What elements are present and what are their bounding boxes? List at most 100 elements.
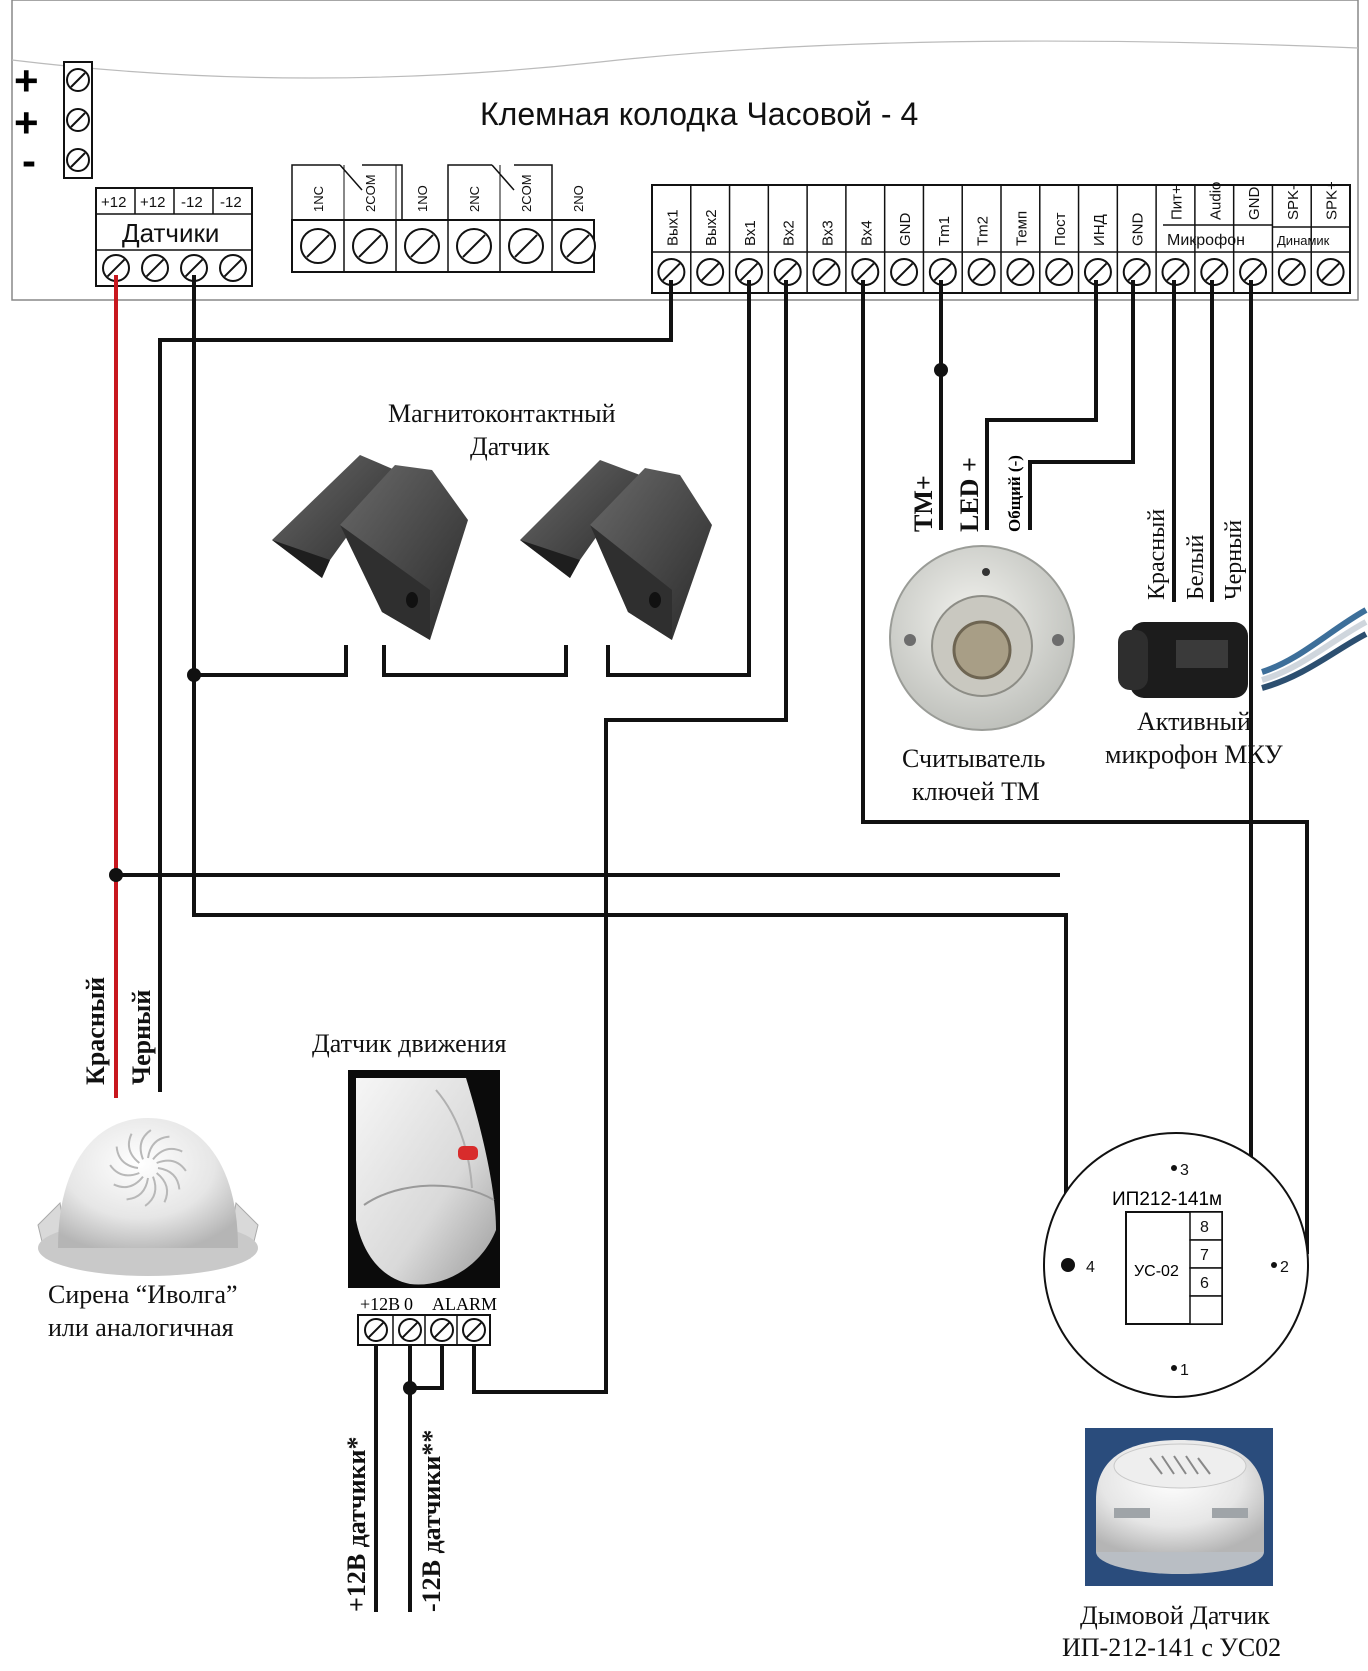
relay-terminal-group bbox=[291, 164, 595, 273]
main-terminal-label: Пост bbox=[1052, 212, 1069, 246]
main-terminal-label: ИНД bbox=[1091, 214, 1108, 246]
screw-terminal[interactable] bbox=[812, 258, 841, 286]
tm-plus-label: TM+ bbox=[909, 475, 938, 532]
sensor-terminal-label: -12 bbox=[220, 194, 242, 211]
magnet-sensor-image bbox=[520, 460, 712, 640]
sensor-terminal-label: +12 bbox=[101, 194, 126, 211]
smoke-detector: 3 4 2 1 ИП212-141м 8 7 6 УС-02 bbox=[1043, 1132, 1309, 1662]
magnet-right-wire bbox=[606, 280, 751, 677]
siren-black-label: Черный bbox=[127, 990, 156, 1085]
screw-terminal[interactable] bbox=[462, 1318, 486, 1342]
screw-terminal[interactable] bbox=[851, 258, 880, 286]
screw-terminal[interactable] bbox=[300, 228, 336, 264]
siren-red-label: Красный bbox=[81, 977, 110, 1085]
smoke-caption-line1: Дымовой Датчик bbox=[1080, 1601, 1270, 1630]
main-terminal-label: Вх3 bbox=[820, 220, 837, 246]
microphone-image bbox=[1118, 607, 1368, 698]
relay-terminal-label: 2NO bbox=[571, 185, 586, 212]
relay-terminal-label: 2COM bbox=[519, 174, 534, 212]
relay-terminal-label: 1NC bbox=[311, 186, 326, 212]
screw-terminal[interactable] bbox=[1316, 258, 1345, 286]
plus12-sensors-label: +12В датчики* bbox=[342, 1436, 371, 1612]
mic-caption-line2: микрофон МКУ bbox=[1105, 740, 1283, 769]
tm-reader: TM+ LED + Общий (-) Считыватель ключей Т… bbox=[889, 455, 1075, 806]
screw-terminal[interactable] bbox=[1200, 258, 1229, 286]
power-terminals: + + - bbox=[14, 57, 93, 184]
main-terminal-label: Пит+ bbox=[1169, 185, 1186, 220]
screw-terminal[interactable] bbox=[352, 228, 388, 264]
smoke-detector-image bbox=[1085, 1428, 1273, 1586]
motion-terminal-zero: 0 bbox=[404, 1294, 413, 1314]
motion-alarm-wire bbox=[472, 280, 788, 1394]
screw-terminal[interactable] bbox=[66, 148, 90, 172]
screw-terminal[interactable] bbox=[404, 228, 440, 264]
terminal-board: Клемная колодка Часовой - 4 + + - +12 +1… bbox=[11, 0, 1359, 301]
power-plus-label-2: + bbox=[14, 99, 39, 146]
common-wire bbox=[1028, 280, 1135, 530]
module-label: УС-02 bbox=[1134, 1263, 1179, 1280]
screw-terminal[interactable] bbox=[773, 258, 802, 286]
main-terminal-label: Tm1 bbox=[936, 216, 953, 246]
screw-terminal[interactable] bbox=[508, 228, 544, 264]
motion-sensor-image bbox=[348, 1070, 500, 1288]
siren-image bbox=[37, 1118, 259, 1276]
sensors-group-label: Датчики bbox=[122, 218, 219, 248]
screw-terminal[interactable] bbox=[456, 228, 492, 264]
screw-terminal[interactable] bbox=[1277, 258, 1306, 286]
main-terminal-label: Вх2 bbox=[781, 220, 798, 246]
screw-terminal[interactable] bbox=[141, 254, 169, 282]
screw-terminal[interactable] bbox=[1239, 258, 1268, 286]
main-terminal-label: GND bbox=[1130, 213, 1147, 247]
relay-terminal-label: 1NO bbox=[415, 185, 430, 212]
speaker-group-label: Динамик bbox=[1277, 233, 1330, 248]
motion-terminal-plus12: +12В bbox=[360, 1294, 400, 1314]
magnetic-sensor: Магнитоконтактный Датчик bbox=[272, 399, 712, 640]
screw-terminal[interactable] bbox=[66, 68, 90, 92]
screw-terminal[interactable] bbox=[1045, 258, 1074, 286]
main-terminal-label: Вх4 bbox=[858, 220, 875, 246]
tm-reader-caption-line1: Считыватель bbox=[902, 744, 1045, 773]
screw-terminal[interactable] bbox=[967, 258, 996, 286]
led-plus-wire bbox=[985, 280, 1098, 530]
base-point-2: 2 bbox=[1280, 1259, 1289, 1276]
motion-caption: Датчик движения bbox=[312, 1029, 506, 1058]
mic-white-label: Белый bbox=[1183, 534, 1209, 600]
common-minus-label: Общий (-) bbox=[1005, 455, 1024, 532]
smoke-model-label: ИП212-141м bbox=[1112, 1189, 1222, 1210]
screw-terminal[interactable] bbox=[398, 1318, 422, 1342]
motion-terminal-alarm: ALARM bbox=[432, 1294, 497, 1314]
base-point-3: 3 bbox=[1180, 1162, 1189, 1179]
motion-sensor: Датчик движения +12В 0 ALARM +12В датчик… bbox=[312, 1029, 506, 1612]
smoke-caption-line2: ИП-212-141 с УС02 bbox=[1062, 1633, 1281, 1662]
board-title: Клемная колодка Часовой - 4 bbox=[480, 96, 918, 132]
sensor-terminal-label: +12 bbox=[140, 194, 165, 211]
relay-terminal-label: 2NC bbox=[467, 186, 482, 212]
screw-terminal[interactable] bbox=[1122, 258, 1151, 286]
screw-terminal[interactable] bbox=[430, 1318, 454, 1342]
module-pin-7: 7 bbox=[1200, 1247, 1209, 1264]
module-pin-8: 8 bbox=[1200, 1219, 1209, 1236]
module-pin-6: 6 bbox=[1200, 1275, 1209, 1292]
magnet-caption-line1: Магнитоконтактный bbox=[388, 399, 616, 428]
screw-terminal[interactable] bbox=[890, 258, 919, 286]
main-terminal-label: GND bbox=[897, 213, 914, 247]
base-point-1: 1 bbox=[1180, 1362, 1189, 1379]
screw-terminal[interactable] bbox=[734, 258, 763, 286]
main-terminal-label: Вх1 bbox=[742, 220, 759, 246]
main-terminal-label: SPK+ bbox=[1324, 181, 1341, 220]
led-plus-label: LED + bbox=[955, 457, 984, 532]
main-terminal-label: Вых2 bbox=[703, 209, 720, 246]
screw-terminal[interactable] bbox=[696, 258, 725, 286]
magnet-caption-line2: Датчик bbox=[470, 432, 550, 461]
screw-terminal[interactable] bbox=[560, 228, 596, 264]
screw-terminal[interactable] bbox=[219, 254, 247, 282]
siren-caption-line2: или аналогичная bbox=[48, 1313, 234, 1342]
screw-terminal[interactable] bbox=[364, 1318, 388, 1342]
screw-terminal[interactable] bbox=[1006, 258, 1035, 286]
minus12-sensors-label: -12В датчики** bbox=[417, 1430, 446, 1612]
screw-terminal[interactable] bbox=[66, 108, 90, 132]
main-terminal-label: SPK- bbox=[1285, 185, 1302, 220]
main-terminal-label: GND bbox=[1246, 187, 1263, 221]
mic-black-label: Черный bbox=[1221, 520, 1247, 600]
main-terminal-label: Tm2 bbox=[975, 216, 992, 246]
